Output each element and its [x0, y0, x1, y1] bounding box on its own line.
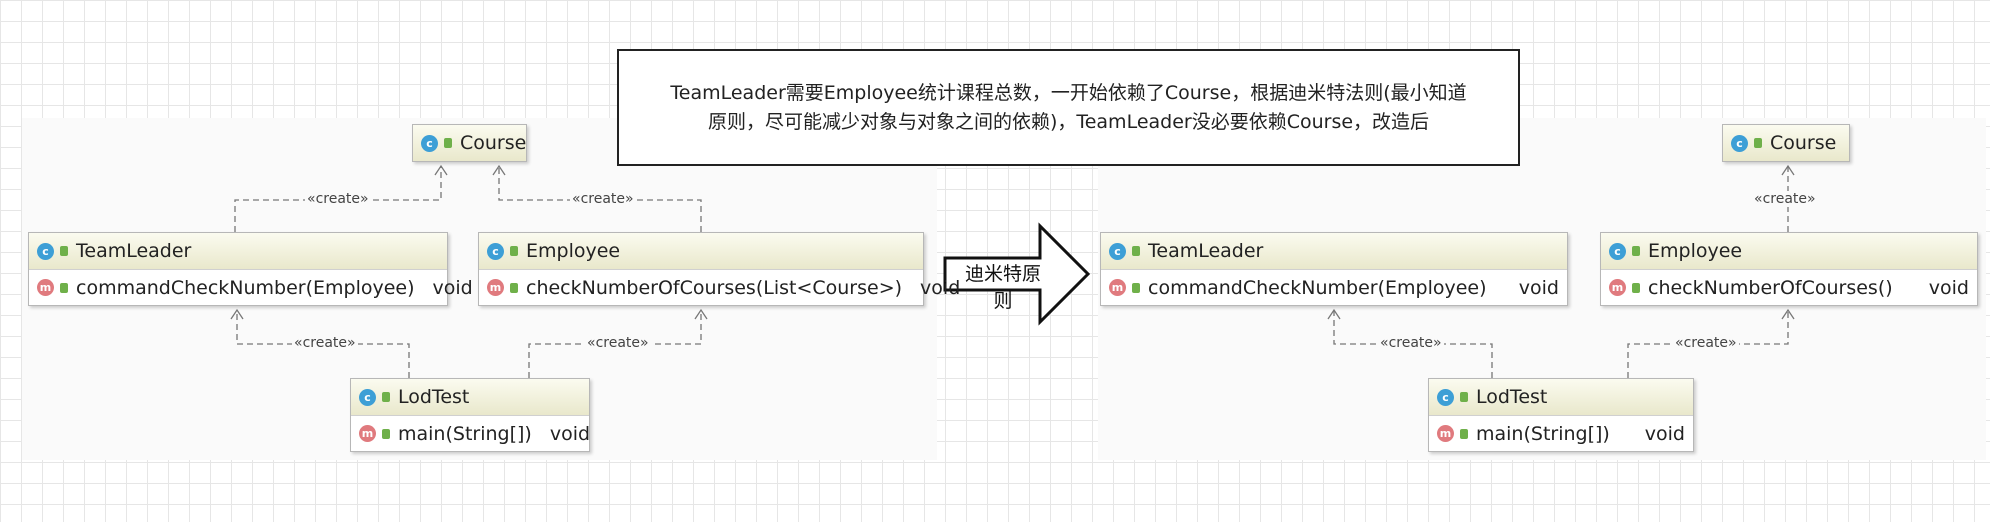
class-icon: c	[1437, 388, 1454, 406]
class-name: LodTest	[1476, 386, 1548, 408]
class-icon: c	[487, 242, 504, 260]
class-icon: c	[1731, 134, 1748, 152]
method-icon: m	[487, 279, 504, 296]
method-signature: checkNumberOfCourses()	[1648, 276, 1893, 299]
class-teamleader-left[interactable]: c TeamLeader m commandCheckNumber(Employ…	[28, 232, 473, 306]
method-row[interactable]: m commandCheckNumber(Employee) void	[29, 269, 473, 305]
transition-label: 迪米特原则	[964, 263, 1041, 312]
class-icon: c	[359, 388, 376, 406]
return-type: void	[920, 276, 961, 299]
return-type: void	[1518, 276, 1559, 299]
annotation-note: TeamLeader需要Employee统计课程总数，一开始依赖了Course，…	[617, 49, 1520, 166]
class-icon: c	[1609, 242, 1626, 260]
public-lock-icon	[60, 282, 68, 293]
create-label: «create»	[292, 335, 358, 351]
class-employee-left[interactable]: c Employee m checkNumberOfCourses(List<C…	[478, 232, 960, 306]
return-type: void	[549, 422, 591, 445]
class-name: TeamLeader	[1148, 240, 1264, 262]
create-label: «create»	[585, 335, 651, 351]
static-method-icon: m	[1437, 425, 1454, 442]
public-lock-icon	[1460, 428, 1468, 439]
class-icon: c	[1109, 242, 1126, 260]
method-icon: m	[1609, 279, 1626, 296]
method-row[interactable]: m main(String[]) void	[1429, 415, 1693, 451]
class-icon: c	[37, 242, 54, 260]
note-line-2: 原则，尽可能减少对象与对象之间的依赖)，TeamLeader没必要依赖Cours…	[707, 110, 1430, 133]
public-lock-icon	[1132, 246, 1140, 256]
public-lock-icon	[382, 428, 390, 439]
create-label: «create»	[1752, 191, 1818, 207]
method-row[interactable]: m checkNumberOfCourses(List<Course>) voi…	[479, 269, 960, 305]
method-signature: commandCheckNumber(Employee)	[76, 276, 415, 299]
create-label: «create»	[1673, 335, 1739, 351]
method-signature: commandCheckNumber(Employee)	[1148, 276, 1487, 299]
class-course-left[interactable]: c Course	[412, 124, 527, 162]
return-type: void	[432, 276, 473, 299]
class-icon: c	[421, 134, 438, 152]
class-lodtest-left[interactable]: c LodTest m main(String[]) void	[350, 378, 590, 452]
create-label: «create»	[570, 191, 636, 207]
method-icon: m	[37, 279, 54, 296]
public-lock-icon	[1460, 392, 1468, 402]
method-signature: main(String[])	[1476, 422, 1610, 445]
public-lock-icon	[1632, 282, 1640, 293]
class-name: Employee	[526, 240, 621, 262]
class-name: Course	[460, 132, 527, 154]
public-lock-icon	[1754, 138, 1762, 148]
class-name: Course	[1770, 132, 1837, 154]
create-label: «create»	[305, 191, 371, 207]
class-teamleader-right[interactable]: c TeamLeader m commandCheckNumber(Employ…	[1100, 232, 1568, 306]
return-type: void	[1928, 276, 1969, 299]
public-lock-icon	[382, 392, 390, 402]
method-signature: main(String[])	[398, 422, 532, 445]
method-signature: checkNumberOfCourses(List<Course>)	[526, 276, 903, 299]
class-lodtest-right[interactable]: c LodTest m main(String[]) void	[1428, 378, 1694, 452]
method-icon: m	[1109, 279, 1126, 296]
public-lock-icon	[444, 138, 452, 148]
class-name: Employee	[1648, 240, 1743, 262]
method-row[interactable]: m commandCheckNumber(Employee) void	[1101, 269, 1567, 305]
public-lock-icon	[1132, 282, 1140, 293]
return-type: void	[1644, 422, 1685, 445]
create-label: «create»	[1378, 335, 1444, 351]
class-name: TeamLeader	[76, 240, 192, 262]
class-employee-right[interactable]: c Employee m checkNumberOfCourses() void	[1600, 232, 1978, 306]
note-line-1: TeamLeader需要Employee统计课程总数，一开始依赖了Course，…	[670, 81, 1467, 104]
public-lock-icon	[60, 246, 68, 256]
static-method-icon: m	[359, 425, 376, 442]
method-row[interactable]: m checkNumberOfCourses() void	[1601, 269, 1977, 305]
method-row[interactable]: m main(String[]) void	[351, 415, 591, 451]
public-lock-icon	[510, 282, 518, 293]
class-course-right[interactable]: c Course	[1722, 124, 1850, 162]
class-name: LodTest	[398, 386, 470, 408]
transition-arrow	[943, 222, 1091, 326]
public-lock-icon	[510, 246, 518, 256]
public-lock-icon	[1632, 246, 1640, 256]
